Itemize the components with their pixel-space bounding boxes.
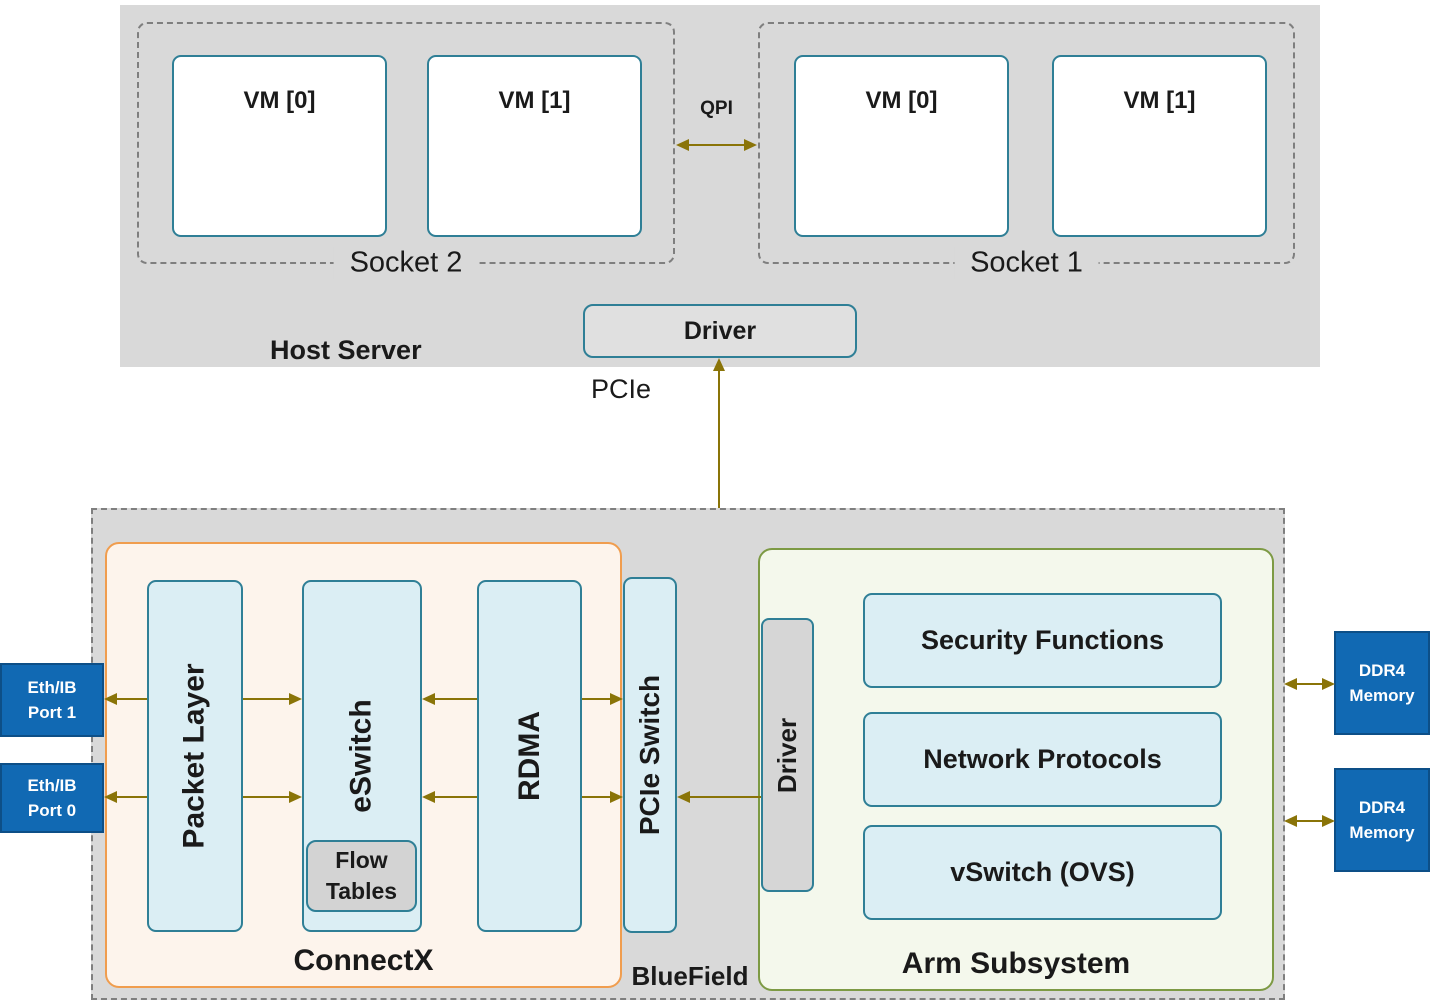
pcie-switch-label: PCIe Switch [634, 674, 666, 836]
ddr4-memory-2-line2: Memory [1349, 823, 1415, 842]
ddr4-memory-1-line2: Memory [1349, 686, 1415, 705]
eth-ib-port-1-line2: Port 1 [27, 703, 77, 722]
arrow-ddr4-1-head-right [1322, 678, 1335, 690]
packet-layer-label: Packet Layer [178, 663, 212, 849]
host-driver-box: Driver [583, 304, 857, 358]
eth-ib-port-0-box: Eth/IB Port 0 [0, 763, 104, 833]
arrow-rdma-to-pcieswitch-r2-line [582, 796, 611, 798]
socket-2-label: Socket 2 [333, 246, 479, 280]
bluefield-label: BlueField [631, 961, 749, 991]
arrow-ddr4-2-head-left [1284, 815, 1297, 827]
arrow-ddr4-2-line [1296, 820, 1323, 822]
arrow-packetlayer-to-port0-line [116, 796, 147, 798]
arrow-packetlayer-to-port0-head [104, 791, 117, 803]
flow-tables-line2: Tables [325, 878, 398, 904]
rdma-label: RDMA [512, 711, 546, 801]
eth-ib-port-0-line1: Eth/IB [27, 775, 77, 795]
arrow-rdma-to-pcieswitch-r1-head [610, 693, 623, 705]
socket-1-label: Socket 1 [954, 246, 1099, 280]
ddr4-memory-2-line1: DDR4 [1358, 797, 1406, 817]
socket-2-box: VM [0] VM [1] Socket 2 [137, 22, 675, 280]
arrow-rdma-to-eswitch-r1-head [422, 693, 435, 705]
flow-tables-line1: Flow [335, 846, 388, 873]
arrow-rdma-to-eswitch-r2-line [434, 796, 477, 798]
arrow-rdma-to-eswitch-r2-head [422, 791, 435, 803]
eswitch-label: eSwitch [345, 699, 378, 813]
qpi-label: QPI [700, 98, 733, 119]
socket1-vm1-box: VM [1] [1052, 55, 1267, 237]
arrow-packetlayer-to-eswitch-r1-line [243, 698, 290, 700]
arrow-packetlayer-to-eswitch-r2-head [289, 791, 302, 803]
socket1-vm0-box: VM [0] [794, 55, 1009, 237]
arrow-rdma-to-eswitch-r1-line [434, 698, 477, 700]
arrow-packetlayer-to-port1-head [104, 693, 117, 705]
ddr4-memory-1-box: DDR4 Memory [1334, 631, 1430, 735]
arrow-packetlayer-to-port1-line [116, 698, 147, 700]
pcie-switch-block: PCIe Switch [623, 577, 677, 933]
pcie-arrowhead-up [713, 358, 725, 371]
qpi-arrowhead-left [676, 139, 689, 151]
host-server-label: Host Server [270, 335, 422, 365]
security-functions-block: Security Functions [863, 593, 1222, 688]
arrow-armdriver-to-pcieswitch-head [677, 791, 690, 803]
arm-driver-box: Driver [761, 618, 814, 892]
ddr4-memory-1-line1: DDR4 [1358, 660, 1406, 680]
eth-ib-port-1-box: Eth/IB Port 1 [0, 663, 104, 737]
qpi-arrow-line [688, 144, 745, 146]
socket2-vm0-box: VM [0] [172, 55, 387, 237]
arrow-packetlayer-to-eswitch-r1-head [289, 693, 302, 705]
arrow-rdma-to-pcieswitch-r1-line [582, 698, 611, 700]
arrow-ddr4-2-head-right [1322, 815, 1335, 827]
vswitch-ovs-block: vSwitch (OVS) [863, 825, 1222, 920]
ddr4-memory-2-box: DDR4 Memory [1334, 768, 1430, 872]
eth-ib-port-0-line2: Port 0 [27, 801, 77, 820]
arrow-rdma-to-pcieswitch-r2-head [610, 791, 623, 803]
socket2-vm1-box: VM [1] [427, 55, 642, 237]
eth-ib-port-1-line1: Eth/IB [27, 677, 77, 697]
packet-layer-block: Packet Layer [147, 580, 243, 932]
arrow-armdriver-to-pcieswitch-line [689, 796, 761, 798]
arm-driver-label: Driver [772, 717, 802, 793]
arrow-packetlayer-to-eswitch-r2-line [243, 796, 290, 798]
pcie-label: PCIe [590, 374, 652, 404]
rdma-block: RDMA [477, 580, 582, 932]
network-protocols-block: Network Protocols [863, 712, 1222, 807]
flow-tables-box: Flow Tables [306, 840, 417, 912]
arm-subsystem-label: Arm Subsystem [901, 947, 1131, 980]
arrow-ddr4-1-line [1296, 683, 1323, 685]
connectx-label: ConnectX [293, 944, 434, 977]
arrow-ddr4-1-head-left [1284, 678, 1297, 690]
socket-1-box: VM [0] VM [1] Socket 1 [758, 22, 1295, 280]
qpi-arrowhead-right [744, 139, 757, 151]
